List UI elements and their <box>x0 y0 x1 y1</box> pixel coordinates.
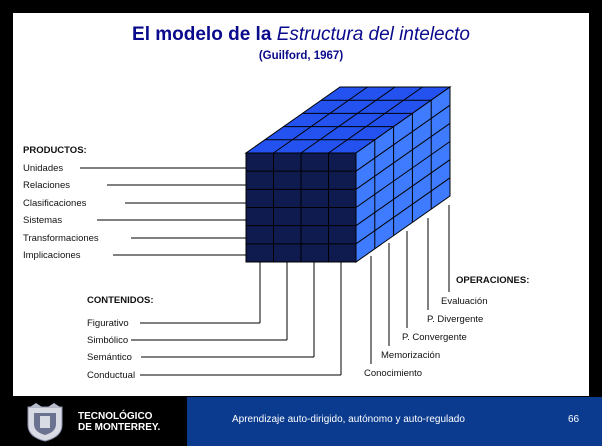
logo-line-2: DE MONTERREY. <box>78 422 161 433</box>
operations-heading: OPERACIONES: <box>456 275 530 286</box>
cube <box>244 86 452 263</box>
product-label-relaciones: Relaciones <box>23 180 70 191</box>
top-grid-line <box>273 86 368 154</box>
operation-label-p-convergente: P. Convergente <box>402 332 467 343</box>
content-label-semantico: Semántico <box>87 352 132 363</box>
side-grid-line <box>355 159 451 227</box>
content-label-simbolico: Simbólico <box>87 335 129 346</box>
logo-line-1: TECNOLÓGICO <box>78 411 153 422</box>
product-label-implicaciones: Implicaciones <box>23 250 81 261</box>
operation-label-memorizacion: Memorización <box>381 350 441 361</box>
products-heading: PRODUCTOS: <box>23 145 87 156</box>
content-label-figurativo: Figurativo <box>87 318 129 329</box>
product-label-transformaciones: Transformaciones <box>23 233 99 244</box>
product-label-clasificaciones: Clasificaciones <box>23 198 87 209</box>
side-grid-line <box>355 104 451 172</box>
operation-label-evaluacion: Evaluación <box>441 296 488 307</box>
side-grid-line <box>355 141 451 208</box>
top-grid-line <box>328 86 423 154</box>
operation-label-p-divergente: P. Divergente <box>427 314 484 325</box>
slide-subtitle: (Guilford, 1967) <box>258 50 344 62</box>
content-label-conductual: Conductual <box>87 370 136 381</box>
footer: TECNOLÓGICO DE MONTERREY. Aprendizaje au… <box>0 397 602 446</box>
top-grid-line <box>300 86 396 154</box>
page-number: 66 <box>568 414 580 425</box>
cube-grid-lines <box>246 86 451 262</box>
product-label-unidades: Unidades <box>23 163 64 174</box>
logo-wordmark: TECNOLÓGICO DE MONTERREY. <box>78 411 160 433</box>
operation-label-conocimiento: Conocimiento <box>364 368 423 379</box>
side-grid-line <box>355 122 451 190</box>
slide-title: El modelo de la Estructura del intelecto <box>0 24 602 46</box>
footer-band <box>187 397 602 446</box>
leader-lines <box>80 167 450 376</box>
side-grid-line <box>355 177 451 245</box>
footer-caption: Aprendizaje auto-dirigido, autónomo y au… <box>232 414 465 425</box>
contents-heading: CONTENIDOS: <box>87 295 154 306</box>
title-main: El modelo de la <box>132 24 277 45</box>
tec-shield-logo-icon <box>27 403 63 442</box>
title-italic: Estructura del intelecto <box>276 24 470 45</box>
product-label-sistemas: Sistemas <box>23 215 63 226</box>
